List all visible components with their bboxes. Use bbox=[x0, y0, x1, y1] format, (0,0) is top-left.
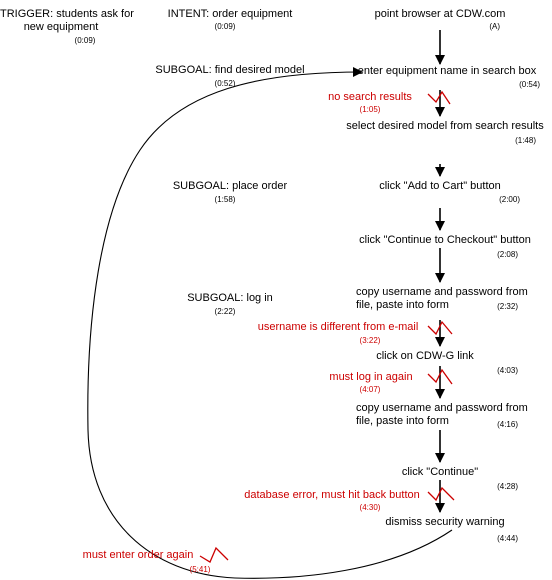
error-no-search-results-time: (1:05) bbox=[359, 105, 381, 114]
step-continue-checkout: click "Continue to Checkout" button bbox=[359, 234, 531, 246]
subgoal-place-order: SUBGOAL: place order bbox=[172, 180, 288, 192]
intent-time: (0:09) bbox=[214, 22, 236, 31]
error-no-search-results: no search results bbox=[328, 91, 412, 103]
step-copy-credentials-1-time: (2:32) bbox=[497, 302, 518, 311]
breakdown-mark-2 bbox=[427, 320, 453, 336]
error-enter-order-again: must enter order again bbox=[82, 549, 194, 561]
step-click-continue-time: (4:28) bbox=[497, 482, 518, 491]
step-enter-name-time: (0:54) bbox=[519, 80, 540, 89]
subgoal-log-in-time: (2:22) bbox=[214, 307, 236, 316]
step-copy-credentials-2: copy username and password from file, pa… bbox=[356, 402, 528, 427]
step-add-to-cart: click "Add to Cart" button bbox=[379, 180, 501, 192]
loop-back-arrow bbox=[87, 67, 453, 579]
step-copy-credentials-1: copy username and password from file, pa… bbox=[356, 286, 528, 311]
subgoal-find-model: SUBGOAL: find desired model bbox=[155, 64, 305, 76]
error-database-error-time: (4:30) bbox=[359, 503, 381, 512]
step-dismiss-warning-time: (4:44) bbox=[497, 534, 518, 543]
intent-label: INTENT: order equipment bbox=[167, 8, 293, 20]
step-add-to-cart-time: (2:00) bbox=[499, 195, 520, 204]
subgoal-find-model-time: (0:52) bbox=[214, 79, 236, 88]
breakdown-mark-5 bbox=[199, 546, 229, 563]
step-select-model-time: (1:48) bbox=[515, 136, 536, 145]
trigger-time: (0:09) bbox=[74, 36, 96, 45]
subgoal-place-order-time: (1:58) bbox=[214, 195, 236, 204]
step-click-continue: click "Continue" bbox=[401, 466, 479, 478]
error-must-log-in-again: must log in again bbox=[329, 371, 413, 383]
step-click-cdwg-link: click on CDW-G link bbox=[376, 350, 474, 362]
step-click-cdwg-link-time: (4:03) bbox=[497, 366, 518, 375]
subgoal-log-in: SUBGOAL: log in bbox=[187, 292, 273, 304]
breakdown-mark-4 bbox=[427, 486, 455, 502]
error-enter-order-again-time: (5:41) bbox=[189, 565, 211, 574]
step-dismiss-warning: dismiss security warning bbox=[385, 516, 505, 528]
trigger-label: TRIGGER: students ask for new equipment bbox=[0, 8, 134, 33]
step-enter-name: enter equipment name in search box bbox=[357, 65, 537, 77]
error-must-log-in-again-time: (4:07) bbox=[359, 385, 381, 394]
step-point-browser-time: (A) bbox=[489, 22, 500, 31]
step-select-model: select desired model from search results bbox=[346, 120, 544, 132]
breakdown-mark-3 bbox=[427, 368, 453, 385]
step-copy-credentials-2-time: (4:16) bbox=[497, 420, 518, 429]
error-username-different-time: (3:22) bbox=[359, 336, 381, 345]
breakdown-mark-1 bbox=[427, 90, 451, 105]
step-point-browser: point browser at CDW.com bbox=[374, 8, 506, 20]
error-database-error: database error, must hit back button bbox=[244, 489, 420, 501]
step-continue-checkout-time: (2:08) bbox=[497, 250, 518, 259]
error-username-different: username is different from e-mail bbox=[257, 321, 419, 333]
